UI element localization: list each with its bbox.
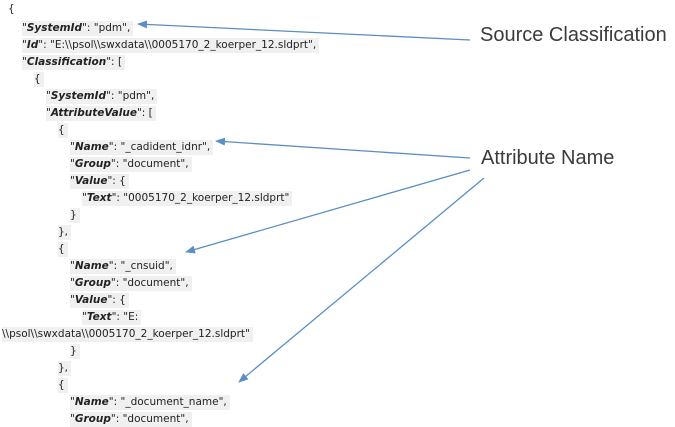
json-token: { (34, 73, 41, 85)
json-key: Group (74, 277, 111, 289)
code-line: "Id": "E:\\psol\\swxdata\\0005170_2_koer… (22, 38, 320, 53)
json-key: Text (86, 311, 112, 323)
annotation-arrows (137, 20, 485, 383)
attribute-name-arrow-2 (185, 169, 471, 254)
attribute-name-arrow-1 (215, 137, 471, 159)
json-key: Value (74, 294, 108, 306)
json-key: Group (74, 158, 111, 170)
json-value: "E: (123, 311, 139, 323)
json-token: }, (58, 362, 69, 374)
code-line: "Name": "_document_name", (70, 395, 230, 410)
json-token: } (70, 209, 77, 221)
json-key: Value (74, 175, 108, 187)
code-line: "Text": "E: (82, 310, 142, 325)
code-line: \\psol\\swxdata\\0005170_2_koerper_12.sl… (2, 327, 253, 342)
json-value: "_cnsuid", (120, 260, 173, 272)
code-line: "Value": { (70, 293, 129, 308)
code-line: "Group": "document", (70, 412, 192, 427)
json-key: Text (86, 192, 112, 204)
json-value: "document", (122, 158, 189, 170)
json-value: "E:\\psol\\swxdata\\0005170_2_koerper_12… (50, 39, 317, 51)
code-line: "Classification": [ (22, 55, 126, 70)
json-value: { (119, 294, 126, 306)
json-value: "document", (122, 277, 189, 289)
attribute-name-label: Attribute Name (481, 147, 615, 169)
json-value: "document", (122, 413, 189, 425)
json-key: Id (26, 39, 39, 51)
code-line: "Group": "document", (70, 157, 192, 172)
json-token: \\psol\\swxdata\\0005170_2_koerper_12.sl… (2, 328, 250, 340)
code-line: "Name": "_cadident_idnr", (70, 140, 214, 155)
json-key: Name (74, 396, 109, 408)
code-line: "SystemId": "pdm", (22, 21, 134, 36)
code-line: "AttributeValue": [ (46, 106, 156, 121)
code-line: { (34, 72, 44, 87)
source-classification-label: Source Classification (480, 24, 667, 46)
json-token: { (58, 124, 65, 136)
json-value: "_cadident_idnr", (120, 141, 211, 153)
code-line: "Text": "0005170_2_koerper_12.sldprt" (82, 191, 293, 206)
code-line: "Value": { (70, 174, 129, 189)
code-line: }, (58, 225, 72, 240)
json-key: Classification (26, 56, 107, 68)
json-key: SystemId (26, 22, 83, 34)
json-value: [ (148, 107, 153, 119)
json-key: Name (74, 141, 109, 153)
source-classification-arrow (137, 20, 471, 41)
json-value: "pdm", (117, 90, 155, 102)
json-value: "0005170_2_koerper_12.sldprt" (123, 192, 290, 204)
code-line: } (70, 344, 80, 359)
json-token: { (8, 3, 15, 15)
json-value: "pdm", (93, 22, 131, 34)
code-line: }, (58, 361, 72, 376)
json-token: }, (58, 226, 69, 238)
attribute-name-arrow-3 (238, 177, 485, 383)
json-value: "_document_name", (120, 396, 227, 408)
code-line: { (8, 2, 18, 17)
json-token: } (70, 345, 77, 357)
json-token: { (58, 243, 65, 255)
json-token: { (58, 379, 65, 391)
json-key: Group (74, 413, 111, 425)
json-key: SystemId (50, 90, 107, 102)
code-line: "SystemId": "pdm", (46, 89, 158, 104)
code-line: } (70, 208, 80, 223)
code-line: { (58, 242, 68, 257)
code-line: "Group": "document", (70, 276, 192, 291)
json-key: Name (74, 260, 109, 272)
code-line: { (58, 123, 68, 138)
json-key: AttributeValue (50, 107, 137, 119)
json-value: [ (117, 56, 123, 68)
code-line: { (58, 378, 68, 393)
code-line: "Name": "_cnsuid", (70, 259, 176, 274)
json-value: { (119, 175, 126, 187)
